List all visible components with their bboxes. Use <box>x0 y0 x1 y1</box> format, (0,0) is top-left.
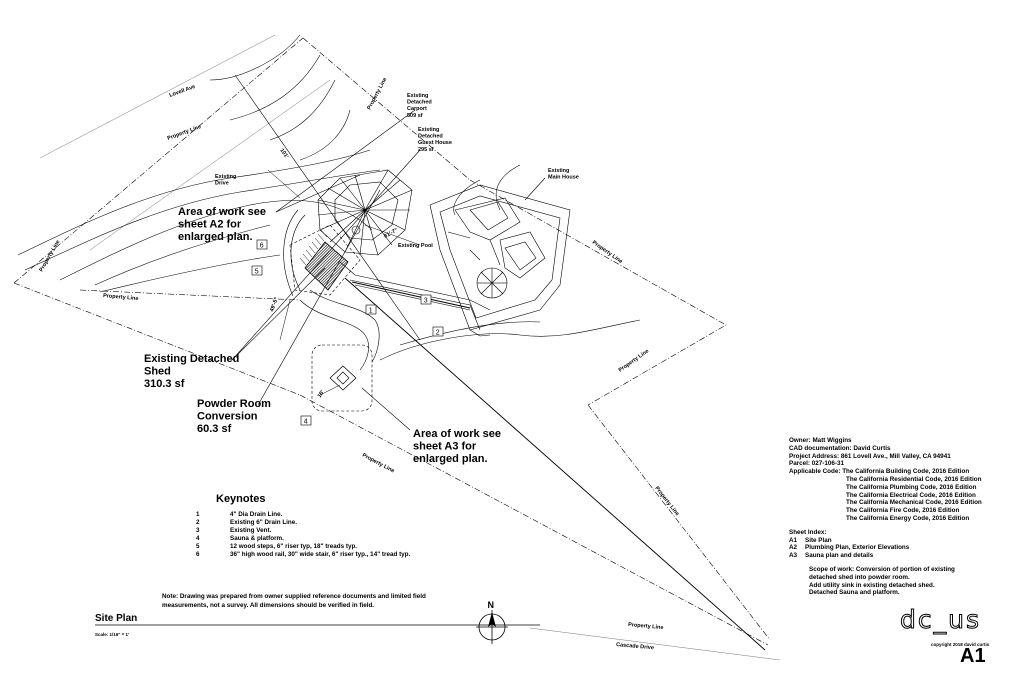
lovell-ave-label: Lovell Ave <box>169 84 197 99</box>
pool-outline <box>339 261 491 331</box>
keynote-number: 1 <box>196 511 200 518</box>
keynote-item: 5 12 wood steps, 6" riser typ, 18" treads… <box>196 543 420 551</box>
keynote-text: 12 wood steps, 6" riser typ, 18" treads … <box>230 543 358 550</box>
code-line: The California Energy Code, 2016 Edition <box>846 514 970 522</box>
keynote-tag-5: 5 <box>255 269 259 276</box>
keynote-text: 36" high wood rail, 30" wide stair, 6" r… <box>230 551 411 558</box>
code-line: The California Plumbing Code, 2016 Editi… <box>846 483 977 491</box>
guest-house-footprint <box>317 169 413 256</box>
parcel: Parcel: 027-106-31 <box>789 460 844 468</box>
project-address: Project Address: 861 Lovell Ave., Mill V… <box>789 452 951 460</box>
keynote-tags: 1 2 3 4 5 6 <box>251 239 444 426</box>
code-line: The California Residential Code, 2016 Ed… <box>846 475 982 483</box>
keynote-item: 6 36" high wood rail, 30" wide stair, 6" … <box>196 551 420 559</box>
north-label: N <box>488 600 495 610</box>
property-line-label: Property Line <box>628 622 664 631</box>
keynote-tag-2: 2 <box>436 330 440 337</box>
keynote-number: 4 <box>196 535 200 542</box>
property-line-label: Property Line <box>591 240 623 265</box>
code-line: The California Electrical Code, 2016 Edi… <box>846 491 976 499</box>
street-edges <box>39 34 781 661</box>
dimension-lines <box>267 169 421 396</box>
cad-documentation: CAD documentation: David Curtis <box>789 444 891 452</box>
owner: Owner: Matt Wiggins <box>789 437 852 444</box>
applicable-code: Applicable Code: The California Building… <box>789 468 970 476</box>
code-line: The California Fire Code, 2016 Edition <box>846 507 960 515</box>
keynote-item: 4 Sauna & platform. <box>196 535 420 543</box>
callout-leaders <box>231 109 546 431</box>
sauna-platform <box>329 365 357 391</box>
property-line-label: Property Line <box>618 348 650 373</box>
property-line-label: Property Line <box>39 239 62 273</box>
keynote-list: 1 4" Dia Drain Line. 2 Existing 6" Drain Li… <box>196 511 420 559</box>
firm-logo: dc_us <box>900 605 981 635</box>
drawing-scale: Scale: 1/16" = 1' <box>95 632 130 637</box>
cascade-drive-label: Cascade Drive <box>616 642 654 651</box>
keynote-tag-3: 3 <box>424 298 428 305</box>
existing-pool-label: Existing Pool <box>398 243 433 249</box>
keynote-text: Existing Vent. <box>230 527 272 534</box>
contour-lines <box>17 34 641 361</box>
property-line-label: Property Line <box>103 293 139 302</box>
keynote-item: 2 Existing 6" Drain Line. <box>196 519 420 527</box>
sheet-number: A1 <box>960 645 986 667</box>
main-house-footprint <box>429 184 571 337</box>
copyright: copyright 2018 david curtis <box>931 642 990 647</box>
drawing-title: Site Plan <box>95 613 138 624</box>
keynote-number: 3 <box>196 527 200 534</box>
keynote-tag-6: 6 <box>260 243 264 250</box>
keynote-number: 6 <box>196 551 200 558</box>
keynote-text: Sauna & platform. <box>230 535 284 542</box>
scope-of-work: Scope of work: Conversion of portion of … <box>809 565 955 597</box>
dimension-81-7: 81'-7" <box>383 227 399 239</box>
wood-steps <box>299 229 328 266</box>
keynote-tag-4: 4 <box>304 419 308 426</box>
property-line-label: Property Line <box>653 486 680 518</box>
dimension-49-5: 49'-5" <box>269 296 280 312</box>
code-line: The California Mechanical Code, 2016 Edi… <box>846 499 982 507</box>
dimension-18: 18' <box>317 389 327 399</box>
sheet-index-title: Sheet Index: <box>789 528 827 536</box>
keynote-item: 1 4" Dia Drain Line. <box>196 511 420 519</box>
north-arrow: N <box>476 600 508 644</box>
keynote-text: Existing 6" Drain Line. <box>230 519 298 526</box>
path-curves <box>283 209 380 371</box>
property-line-label: Property Line <box>361 452 395 474</box>
survey-line <box>234 74 421 341</box>
keynotes-title: Keynotes <box>216 493 266 505</box>
keynotes: Keynotes 1 4" Dia Drain Line. 2 Existing 6"… <box>196 493 420 559</box>
property-lines <box>13 37 771 646</box>
area-of-work-boundary <box>289 224 373 412</box>
drain-lines <box>344 277 766 651</box>
dimension-101: 101' <box>278 148 289 161</box>
property-line-label: Property Line <box>366 77 388 111</box>
survey-note: Note: Drawing was prepared from owner su… <box>162 593 426 609</box>
keynote-tag-1: 1 <box>369 308 373 315</box>
keynote-item: 3 Existing Vent. <box>196 527 420 535</box>
project-info: Owner: Matt Wiggins CAD documentation: D… <box>789 437 982 597</box>
keynote-text: 4" Dia Drain Line. <box>230 511 283 518</box>
shed-footprint <box>304 241 349 291</box>
keynote-number: 2 <box>196 519 200 526</box>
keynote-number: 5 <box>196 543 200 550</box>
property-line-label: Property Line <box>167 124 202 142</box>
